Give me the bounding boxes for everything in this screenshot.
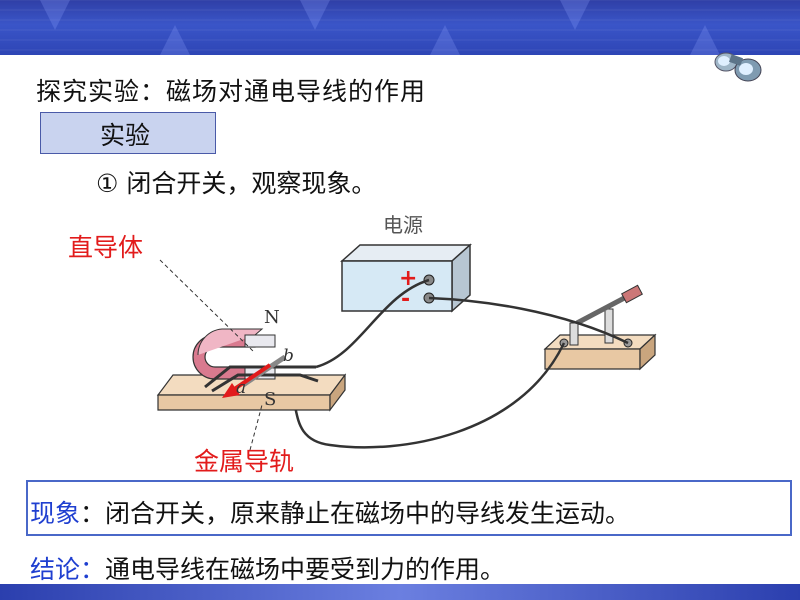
switch [543, 284, 657, 371]
minus-sign: - [401, 287, 410, 312]
conductor-label: 直导体 [68, 233, 143, 262]
observation-box [26, 480, 792, 536]
observation-colon: ： [80, 499, 106, 528]
header-bar [0, 0, 800, 55]
section-label: 实验 [100, 121, 151, 150]
step-instruction: ① 闭合开关，观察现象。 [96, 169, 377, 198]
wires [288, 278, 629, 449]
power-supply [340, 243, 472, 313]
power-label: 电源 [383, 214, 423, 237]
conductor-leader [159, 259, 256, 354]
conclusion-text: 通电导线在磁场中要受到力的作用。 [105, 555, 506, 584]
conclusion-line: 结论：通电导线在磁场中要受到力的作用。 [30, 550, 505, 586]
binoculars-icon [714, 52, 762, 82]
conclusion-colon: ： [80, 555, 106, 584]
slide-title: 探究实验：磁场对通电导线的作用 [36, 77, 427, 106]
header-pattern [0, 0, 800, 55]
rail-leader [249, 404, 263, 451]
north-label: N [264, 307, 280, 328]
experiment-diagram: 电源 + - N [68, 214, 657, 476]
wooden-base [156, 373, 347, 412]
observation-text: 闭合开关，原来静止在磁场中的导线发生运动。 [105, 499, 631, 528]
footer-bar [0, 584, 800, 600]
section-box [40, 112, 216, 154]
rail-label: 金属导轨 [194, 447, 294, 476]
force-arrow [222, 363, 272, 398]
observation-line: 现象：闭合开关，原来静止在磁场中的导线发生运动。 [30, 494, 630, 530]
observation-label: 现象 [30, 499, 81, 528]
label-b: b [283, 346, 294, 366]
label-a: a [236, 378, 246, 398]
plus-sign: + [399, 266, 417, 291]
conclusion-label: 结论 [30, 555, 81, 584]
south-label: S [264, 389, 276, 410]
